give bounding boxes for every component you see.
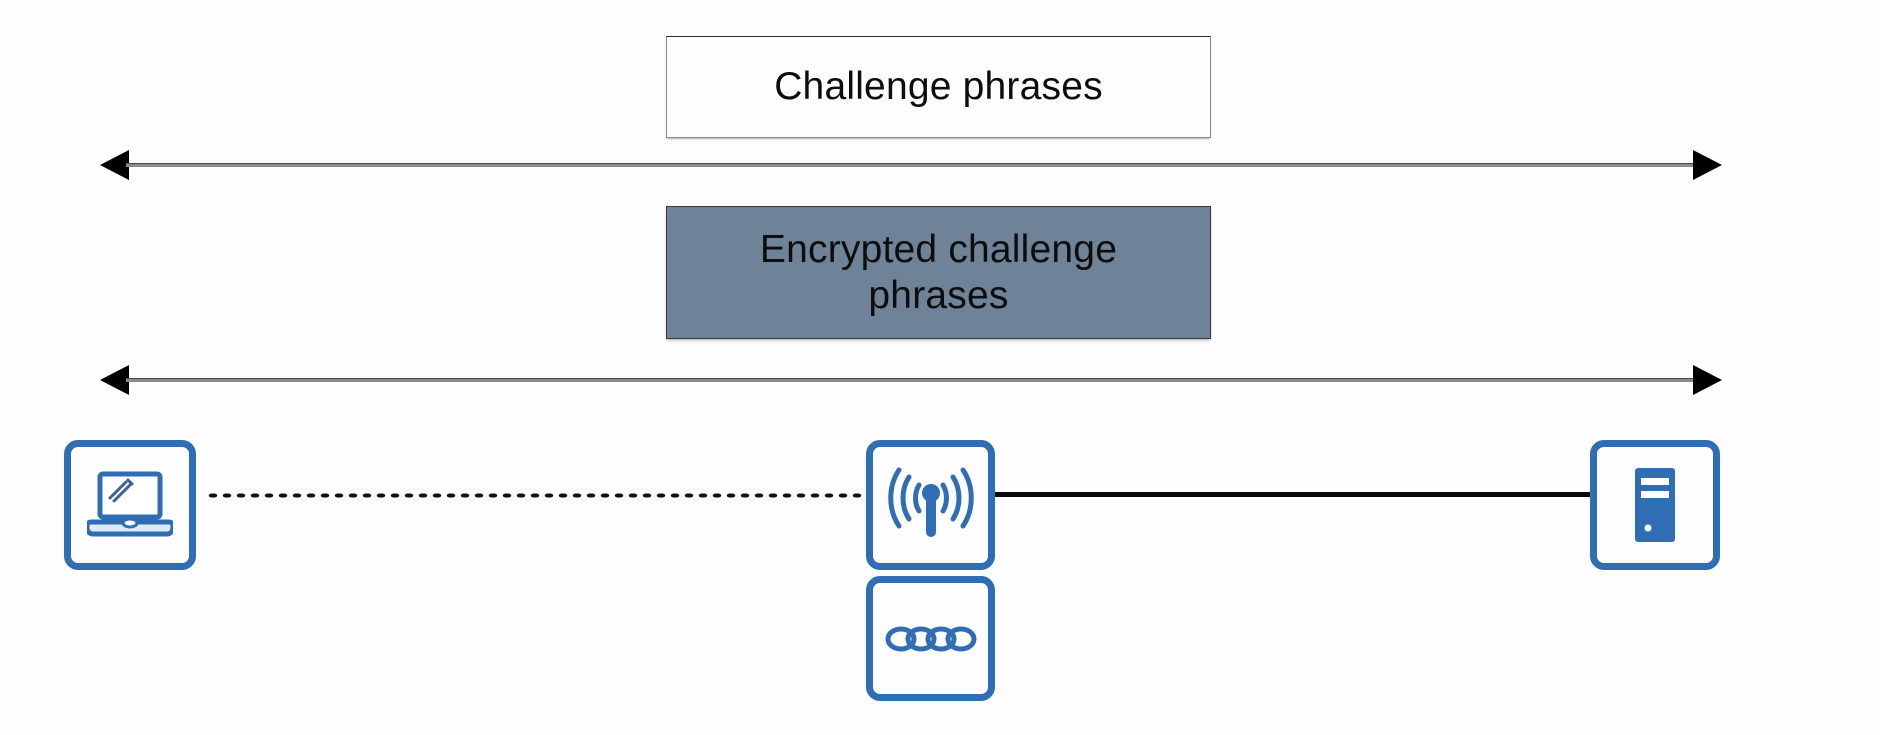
- wired-link: [993, 492, 1592, 497]
- server-node[interactable]: [1590, 440, 1720, 570]
- arrow-head-left-icon: [100, 365, 129, 395]
- chain-links-icon: [885, 626, 976, 651]
- wireless-signal-icon: [887, 467, 974, 537]
- encrypted-phrases-arrow: [100, 358, 1722, 402]
- arrow-head-right-icon: [1693, 150, 1722, 180]
- encrypted-challenge-phrases-label: Encrypted challenge phrases: [759, 227, 1118, 317]
- arrow-shaft: [126, 378, 1696, 382]
- wireless-access-point-node[interactable]: [866, 440, 995, 570]
- client-laptop-node[interactable]: [64, 440, 196, 570]
- wireless-link: [206, 492, 866, 499]
- challenge-phrases-label: Challenge phrases: [774, 65, 1103, 108]
- laptop-icon: [87, 471, 173, 537]
- encrypted-challenge-phrases-box: Encrypted challenge phrases: [666, 206, 1211, 339]
- arrow-head-left-icon: [100, 150, 129, 180]
- challenge-phrases-box: Challenge phrases: [666, 36, 1211, 138]
- arrow-shaft: [126, 163, 1696, 167]
- challenge-phrases-arrow: [100, 143, 1722, 187]
- arrow-head-right-icon: [1693, 365, 1722, 395]
- server-tower-icon: [1635, 468, 1675, 542]
- chain-links-node[interactable]: [866, 576, 995, 701]
